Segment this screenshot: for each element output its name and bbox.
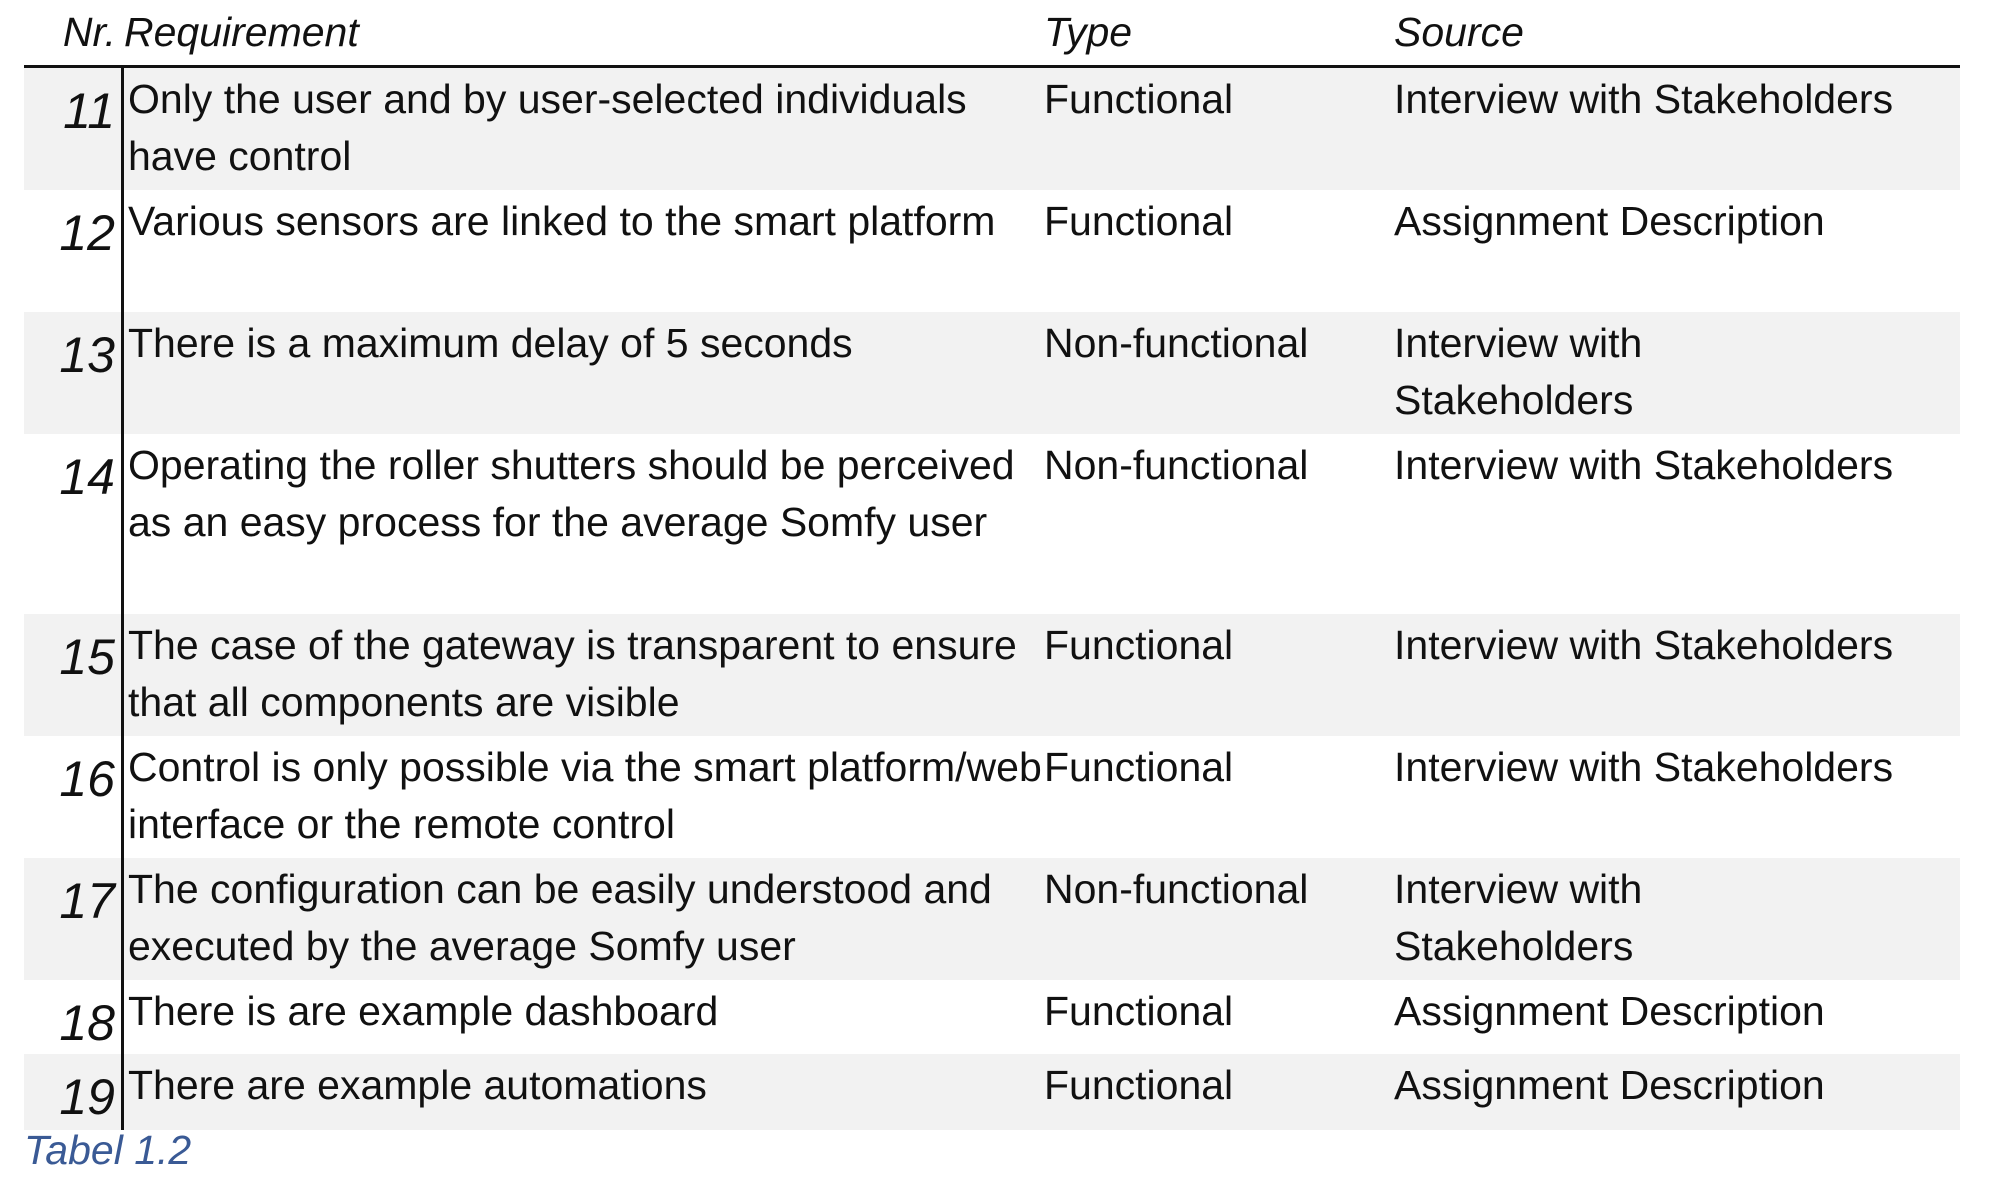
row-requirement: There are example automations — [128, 1062, 707, 1108]
header-source: Source — [1394, 9, 1524, 55]
row-source: Interview with Stakeholders — [1394, 76, 1894, 122]
row-number: 18 — [24, 980, 124, 1054]
row-number: 11 — [24, 68, 124, 190]
table-row: 11 Only the user and by user-selected in… — [24, 68, 1960, 190]
row-requirement: There is are example dashboard — [128, 988, 719, 1034]
table-row: 12 Various sensors are linked to the sma… — [24, 190, 1960, 312]
table-caption: Tabel 1.2 — [24, 1127, 192, 1173]
header-nr: Nr. — [62, 9, 116, 55]
table-row: 14 Operating the roller shutters should … — [24, 434, 1960, 614]
row-type: Non-functional — [1044, 442, 1309, 488]
row-type: Functional — [1044, 622, 1234, 668]
row-source: Assignment Description — [1394, 1062, 1825, 1108]
row-source: Interview with Stakeholders — [1394, 442, 1894, 488]
row-type: Functional — [1044, 1062, 1234, 1108]
table-header: Nr. Requirement Type Source — [24, 0, 1960, 68]
row-number: 19 — [24, 1054, 124, 1130]
row-type: Non-functional — [1044, 320, 1309, 366]
row-number: 17 — [24, 858, 124, 980]
row-requirement: The case of the gateway is transparent t… — [128, 622, 1017, 725]
table-row: 16 Control is only possible via the smar… — [24, 736, 1960, 858]
row-requirement: The configuration can be easily understo… — [128, 866, 992, 969]
table-row: 19 There are example automations Functio… — [24, 1054, 1960, 1130]
table-row: 17 The configuration can be easily under… — [24, 858, 1960, 980]
row-source: Interview with Stakeholders — [1394, 320, 1643, 423]
row-requirement: Only the user and by user-selected indiv… — [128, 76, 967, 179]
row-number: 14 — [24, 434, 124, 614]
row-requirement: There is a maximum delay of 5 seconds — [128, 320, 853, 366]
row-type: Functional — [1044, 988, 1234, 1034]
table-row: 18 There is are example dashboard Functi… — [24, 980, 1960, 1054]
row-requirement: Control is only possible via the smart p… — [128, 744, 1042, 847]
row-source: Interview with Stakeholders — [1394, 866, 1643, 969]
table-row: 15 The case of the gateway is transparen… — [24, 614, 1960, 736]
header-requirement: Requirement — [124, 9, 359, 55]
row-number: 15 — [24, 614, 124, 736]
row-source: Interview with Stakeholders — [1394, 622, 1894, 668]
row-type: Functional — [1044, 76, 1234, 122]
row-type: Non-functional — [1044, 866, 1309, 912]
row-source: Assignment Description — [1394, 988, 1825, 1034]
row-requirement: Various sensors are linked to the smart … — [128, 198, 996, 244]
requirements-table: Nr. Requirement Type Source 11 Only the … — [24, 0, 1960, 1130]
row-number: 16 — [24, 736, 124, 858]
row-source: Assignment Description — [1394, 198, 1825, 244]
row-source: Interview with Stakeholders — [1394, 744, 1894, 790]
row-number: 13 — [24, 312, 124, 434]
row-type: Functional — [1044, 198, 1234, 244]
row-type: Functional — [1044, 744, 1234, 790]
table-row: 13 There is a maximum delay of 5 seconds… — [24, 312, 1960, 434]
header-type: Type — [1044, 9, 1133, 55]
row-requirement: Operating the roller shutters should be … — [128, 442, 1015, 545]
row-number: 12 — [24, 190, 124, 312]
